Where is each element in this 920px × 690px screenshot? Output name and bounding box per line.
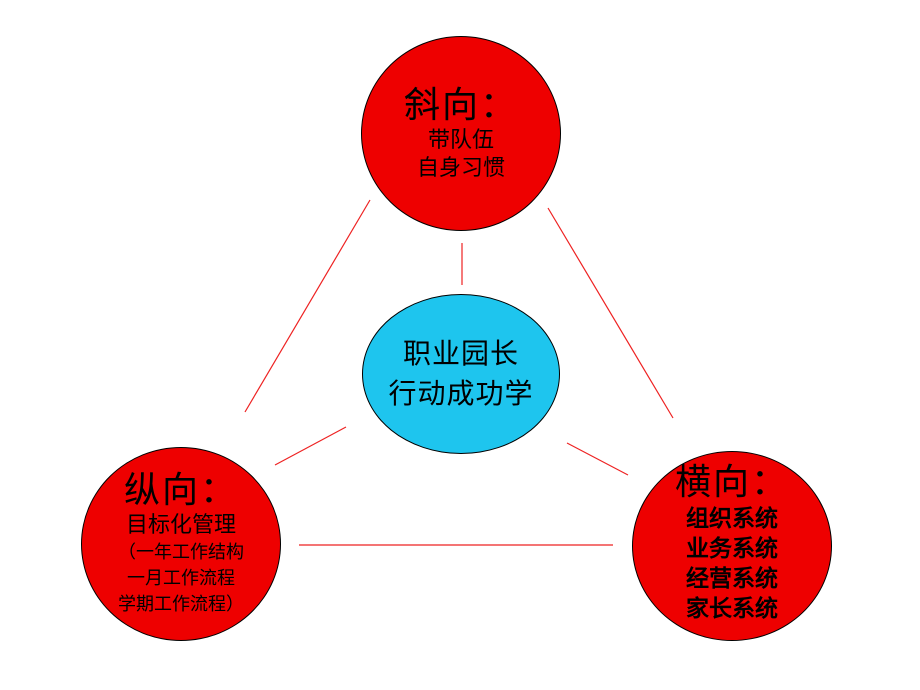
node-center-line: 职业园长	[402, 337, 519, 370]
connector-top-right	[547, 207, 674, 419]
node-horizontal-line: 家长系统	[686, 596, 778, 622]
node-vertical-title: 纵向：	[123, 470, 238, 511]
node-vertical-line: 学期工作流程）	[118, 594, 244, 615]
node-center: 职业园长 行动成功学	[362, 294, 560, 454]
node-horizontal-line: 组织系统	[686, 506, 778, 532]
node-vertical-line: 一月工作流程	[127, 568, 235, 589]
node-diagonal: 斜向： 带队伍 自身习惯	[361, 36, 561, 231]
node-horizontal-line: 业务系统	[686, 536, 778, 562]
node-vertical-subtitle: 目标化管理	[125, 513, 236, 538]
connector-top-left	[244, 199, 371, 413]
node-horizontal-line: 经营系统	[686, 566, 778, 592]
connector-center-left	[274, 426, 347, 466]
node-diagonal-title: 斜向：	[403, 84, 518, 126]
node-diagonal-line: 自身习惯	[416, 155, 505, 181]
node-diagonal-line: 带队伍	[427, 127, 494, 153]
node-center-line: 行动成功学	[388, 377, 534, 410]
node-horizontal-title: 横向：	[674, 462, 789, 503]
node-horizontal: 横向： 组织系统 业务系统 经营系统 家长系统	[632, 451, 832, 641]
node-vertical: 纵向： 目标化管理 （一年工作结构 一月工作流程 学期工作流程）	[81, 447, 281, 641]
node-vertical-line: （一年工作结构	[118, 542, 244, 563]
connector-center-right	[566, 442, 629, 476]
